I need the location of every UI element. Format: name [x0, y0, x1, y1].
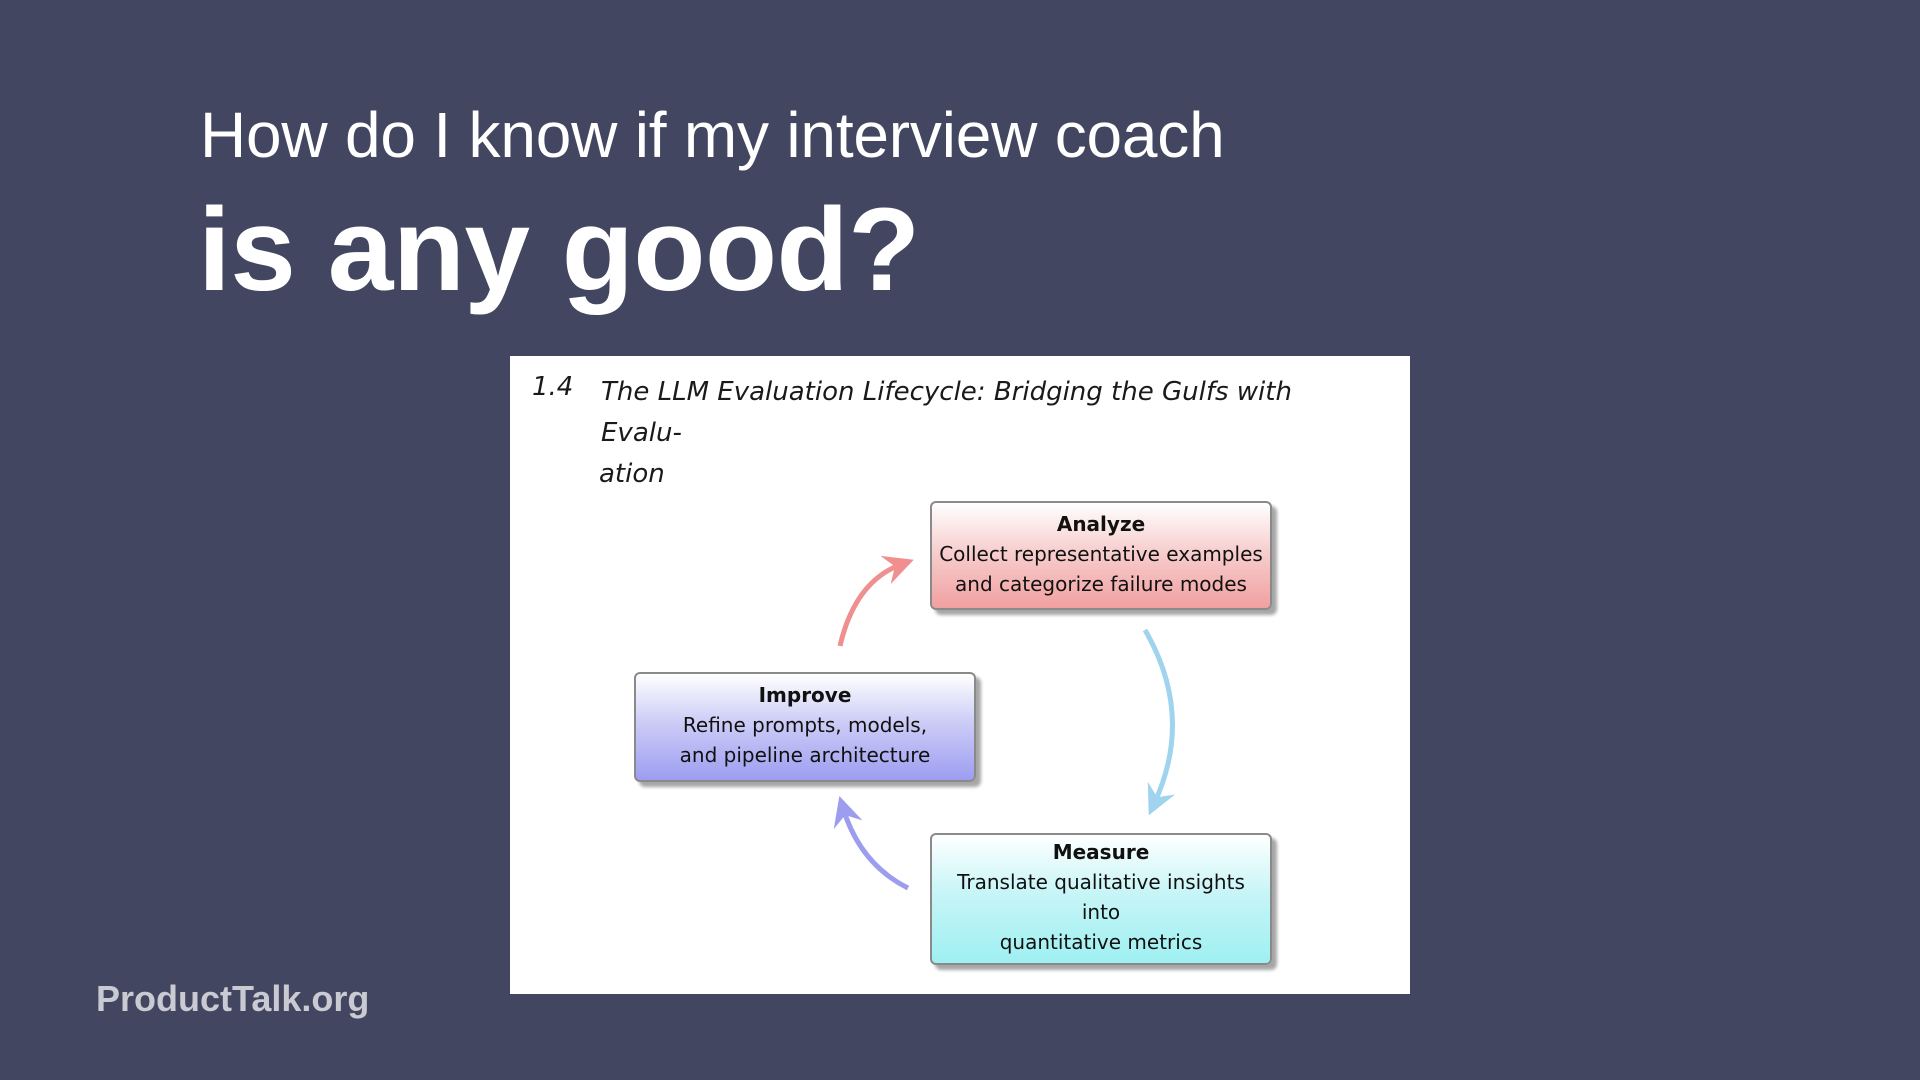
- node-analyze: Analyze Collect representative examples …: [930, 501, 1272, 610]
- node-improve: Improve Refine prompts, models, and pipe…: [634, 672, 976, 782]
- figure-caption-line2: ation: [599, 459, 665, 489]
- node-measure-line2: into: [1081, 900, 1121, 924]
- figure-number: 1.4: [532, 372, 574, 402]
- node-measure: Measure Translate qualitative insights i…: [930, 833, 1272, 965]
- slide-title-line2: is any good?: [198, 184, 920, 316]
- node-analyze-line2: and categorize failure modes: [955, 572, 1247, 596]
- cycle-arrows: [833, 555, 1175, 891]
- arrow-improve-to-analyze: [837, 555, 914, 647]
- node-improve-line1: Refine prompts, models,: [682, 713, 928, 737]
- arrow-measure-to-improve: [833, 796, 910, 891]
- node-measure-title: Measure: [1052, 840, 1150, 864]
- figure-caption: The LLM Evaluation Lifecycle: Bridging t…: [599, 372, 1381, 495]
- node-analyze-title: Analyze: [1056, 512, 1146, 536]
- arrow-analyze-to-measure: [1142, 628, 1175, 816]
- slide-title-line1: How do I know if my interview coach: [200, 99, 1225, 171]
- footer-brand: ProductTalk.org: [96, 978, 370, 1019]
- node-measure-line1: Translate qualitative insights: [957, 870, 1245, 894]
- node-analyze-line1: Collect representative examples: [939, 542, 1263, 566]
- node-improve-line2: and pipeline architecture: [679, 743, 931, 767]
- node-measure-line3: quantitative metrics: [999, 930, 1203, 954]
- node-improve-title: Improve: [758, 683, 852, 707]
- figure-caption-line1: The LLM Evaluation Lifecycle: Bridging t…: [601, 377, 1292, 448]
- figure-panel: 1.4 The LLM Evaluation Lifecycle: Bridgi…: [510, 356, 1410, 994]
